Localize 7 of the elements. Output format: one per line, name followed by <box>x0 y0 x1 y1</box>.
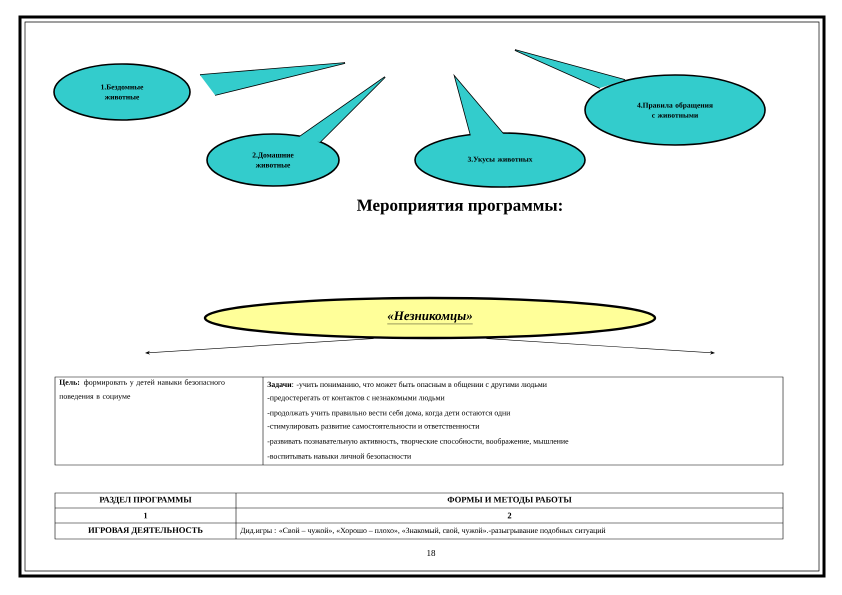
heading: Мероприятия программы: <box>356 200 562 214</box>
column-header: ФОРМЫ И МЕТОДЫ РАБОТЫ <box>448 496 572 504</box>
column-number: 1 <box>144 512 148 518</box>
section-name: ИГРОВАЯ ДЕЯТЕЛЬНОСТЬ <box>88 527 203 535</box>
column-header: РАЗДЕЛ ПРОГРАММЫ <box>100 496 192 504</box>
page-number: 18 <box>427 550 436 556</box>
column-number: 2 <box>508 512 512 518</box>
